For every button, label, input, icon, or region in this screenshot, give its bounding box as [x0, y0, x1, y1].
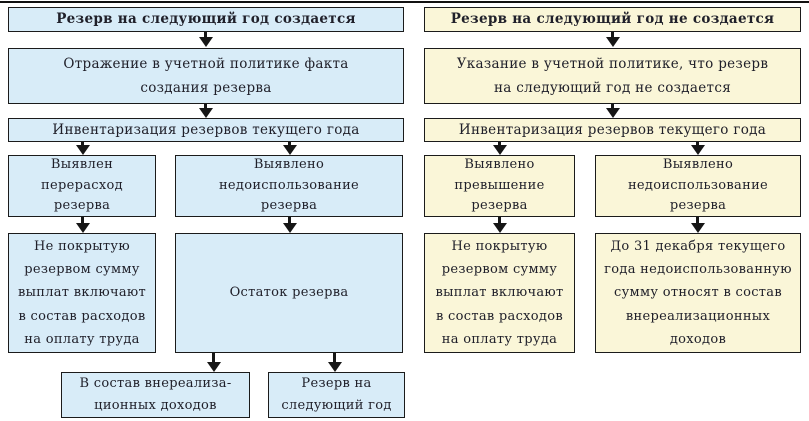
left-result-income-box: В состав внереализа- ционных доходов [61, 372, 250, 418]
left-result-next-year-box: Резерв на следующий год [268, 372, 405, 418]
arrow-down-icon [282, 142, 297, 155]
right-inventory-box: Инвентаризация резервов текущего года [424, 118, 801, 142]
left-outcome-underuse-box: Остаток резерва [175, 233, 403, 353]
arrow-down-icon [75, 217, 90, 233]
arrow-down-icon [198, 32, 213, 47]
left-inventory-box: Инвентаризация резервов текущего года [8, 118, 404, 142]
right-branch-underuse-box: Выявлено недоиспользование резерва [595, 155, 801, 217]
left-outcome-overrun-box: Не покрытую резервом сумму выплат включа… [8, 233, 156, 353]
right-policy-box: Указание в учетной политике, что резерв … [424, 48, 801, 104]
right-outcome-excess-box: Не покрытую резервом сумму выплат включа… [424, 233, 575, 353]
arrow-down-icon [605, 104, 620, 118]
arrow-down-icon [198, 104, 213, 118]
right-outcome-underuse-box: До 31 декабря текущего года недоиспользо… [595, 233, 801, 353]
left-branch-overrun-box: Выявлен перерасход резерва [8, 155, 156, 217]
right-header-box: Резерв на следующий год не создается [424, 7, 801, 32]
arrow-down-icon [75, 142, 90, 155]
arrow-down-icon [282, 217, 297, 233]
arrow-down-icon [327, 353, 342, 372]
left-branch-underuse-box: Выявлено недоиспользование резерва [175, 155, 403, 217]
arrow-down-icon [492, 217, 507, 233]
arrow-down-icon [605, 32, 620, 47]
left-header-box: Резерв на следующий год создается [8, 7, 404, 32]
arrow-down-icon [492, 142, 507, 155]
right-branch-excess-box: Выявлено превышение резерва [424, 155, 575, 217]
top-divider [0, 1, 809, 3]
arrow-down-icon [206, 353, 221, 372]
arrow-down-icon [690, 142, 705, 155]
left-policy-box: Отражение в учетной политике факта созда… [8, 48, 404, 104]
arrow-down-icon [690, 217, 705, 233]
